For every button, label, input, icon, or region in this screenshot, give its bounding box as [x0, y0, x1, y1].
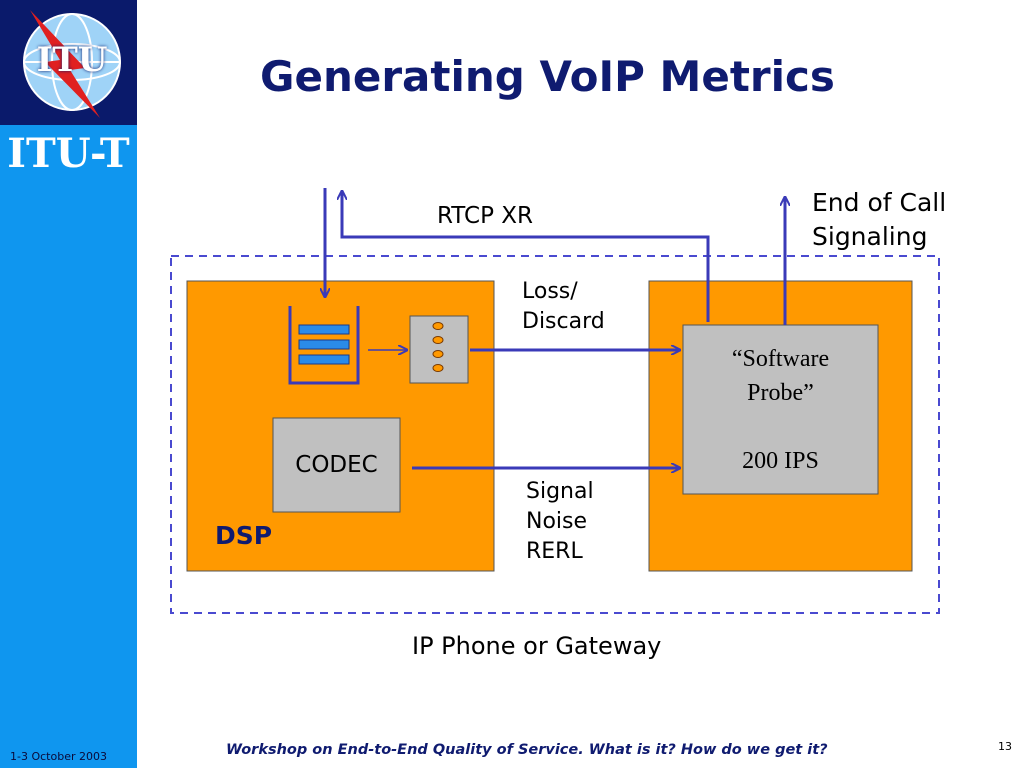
- counter-dot: [432, 322, 444, 330]
- itu-logo: ITU: [0, 0, 137, 125]
- loss-label-1: Loss/: [522, 279, 578, 304]
- counter-dot: [432, 364, 444, 372]
- probe-box: [682, 324, 879, 495]
- jitter-buffer: [288, 306, 360, 385]
- logo-text: ITU: [36, 40, 108, 80]
- dsp-label: DSP: [215, 521, 273, 550]
- probe-label-2: Probe”: [747, 380, 814, 406]
- end-of-call-label-1: End of Call: [812, 188, 947, 217]
- rtcp-xr-arrow: [342, 191, 710, 322]
- buffer-bar: [298, 354, 350, 365]
- slide-title: Generating VoIP Metrics: [260, 52, 835, 101]
- globe-icon: [23, 10, 121, 118]
- device-container: [170, 255, 940, 614]
- loss-label-2: Discard: [522, 309, 605, 334]
- counter-dot: [432, 336, 444, 344]
- page-number: 13: [998, 740, 1012, 753]
- probe-label-1: “Software: [731, 346, 830, 372]
- signal-label-2: Noise: [526, 509, 588, 534]
- date-label: 1-3 October 2003: [10, 750, 107, 763]
- counter-dot: [432, 350, 444, 358]
- end-of-call-label-2: Signaling: [812, 222, 928, 251]
- brand-label: ITU-T: [7, 130, 130, 177]
- signal-label-1: Signal: [526, 479, 594, 504]
- signal-label-3: RERL: [526, 539, 583, 564]
- footer-text: Workshop on End-to-End Quality of Servic…: [226, 742, 828, 758]
- sidebar: [0, 0, 137, 768]
- codec-box: [272, 417, 401, 513]
- probe-label-3: 200 IPS: [742, 448, 819, 474]
- container-label: IP Phone or Gateway: [412, 632, 662, 660]
- buffer-bar: [298, 324, 350, 335]
- rtcp-xr-label: RTCP XR: [437, 203, 533, 229]
- buffer-bar: [298, 339, 350, 350]
- codec-label: CODEC: [295, 452, 378, 478]
